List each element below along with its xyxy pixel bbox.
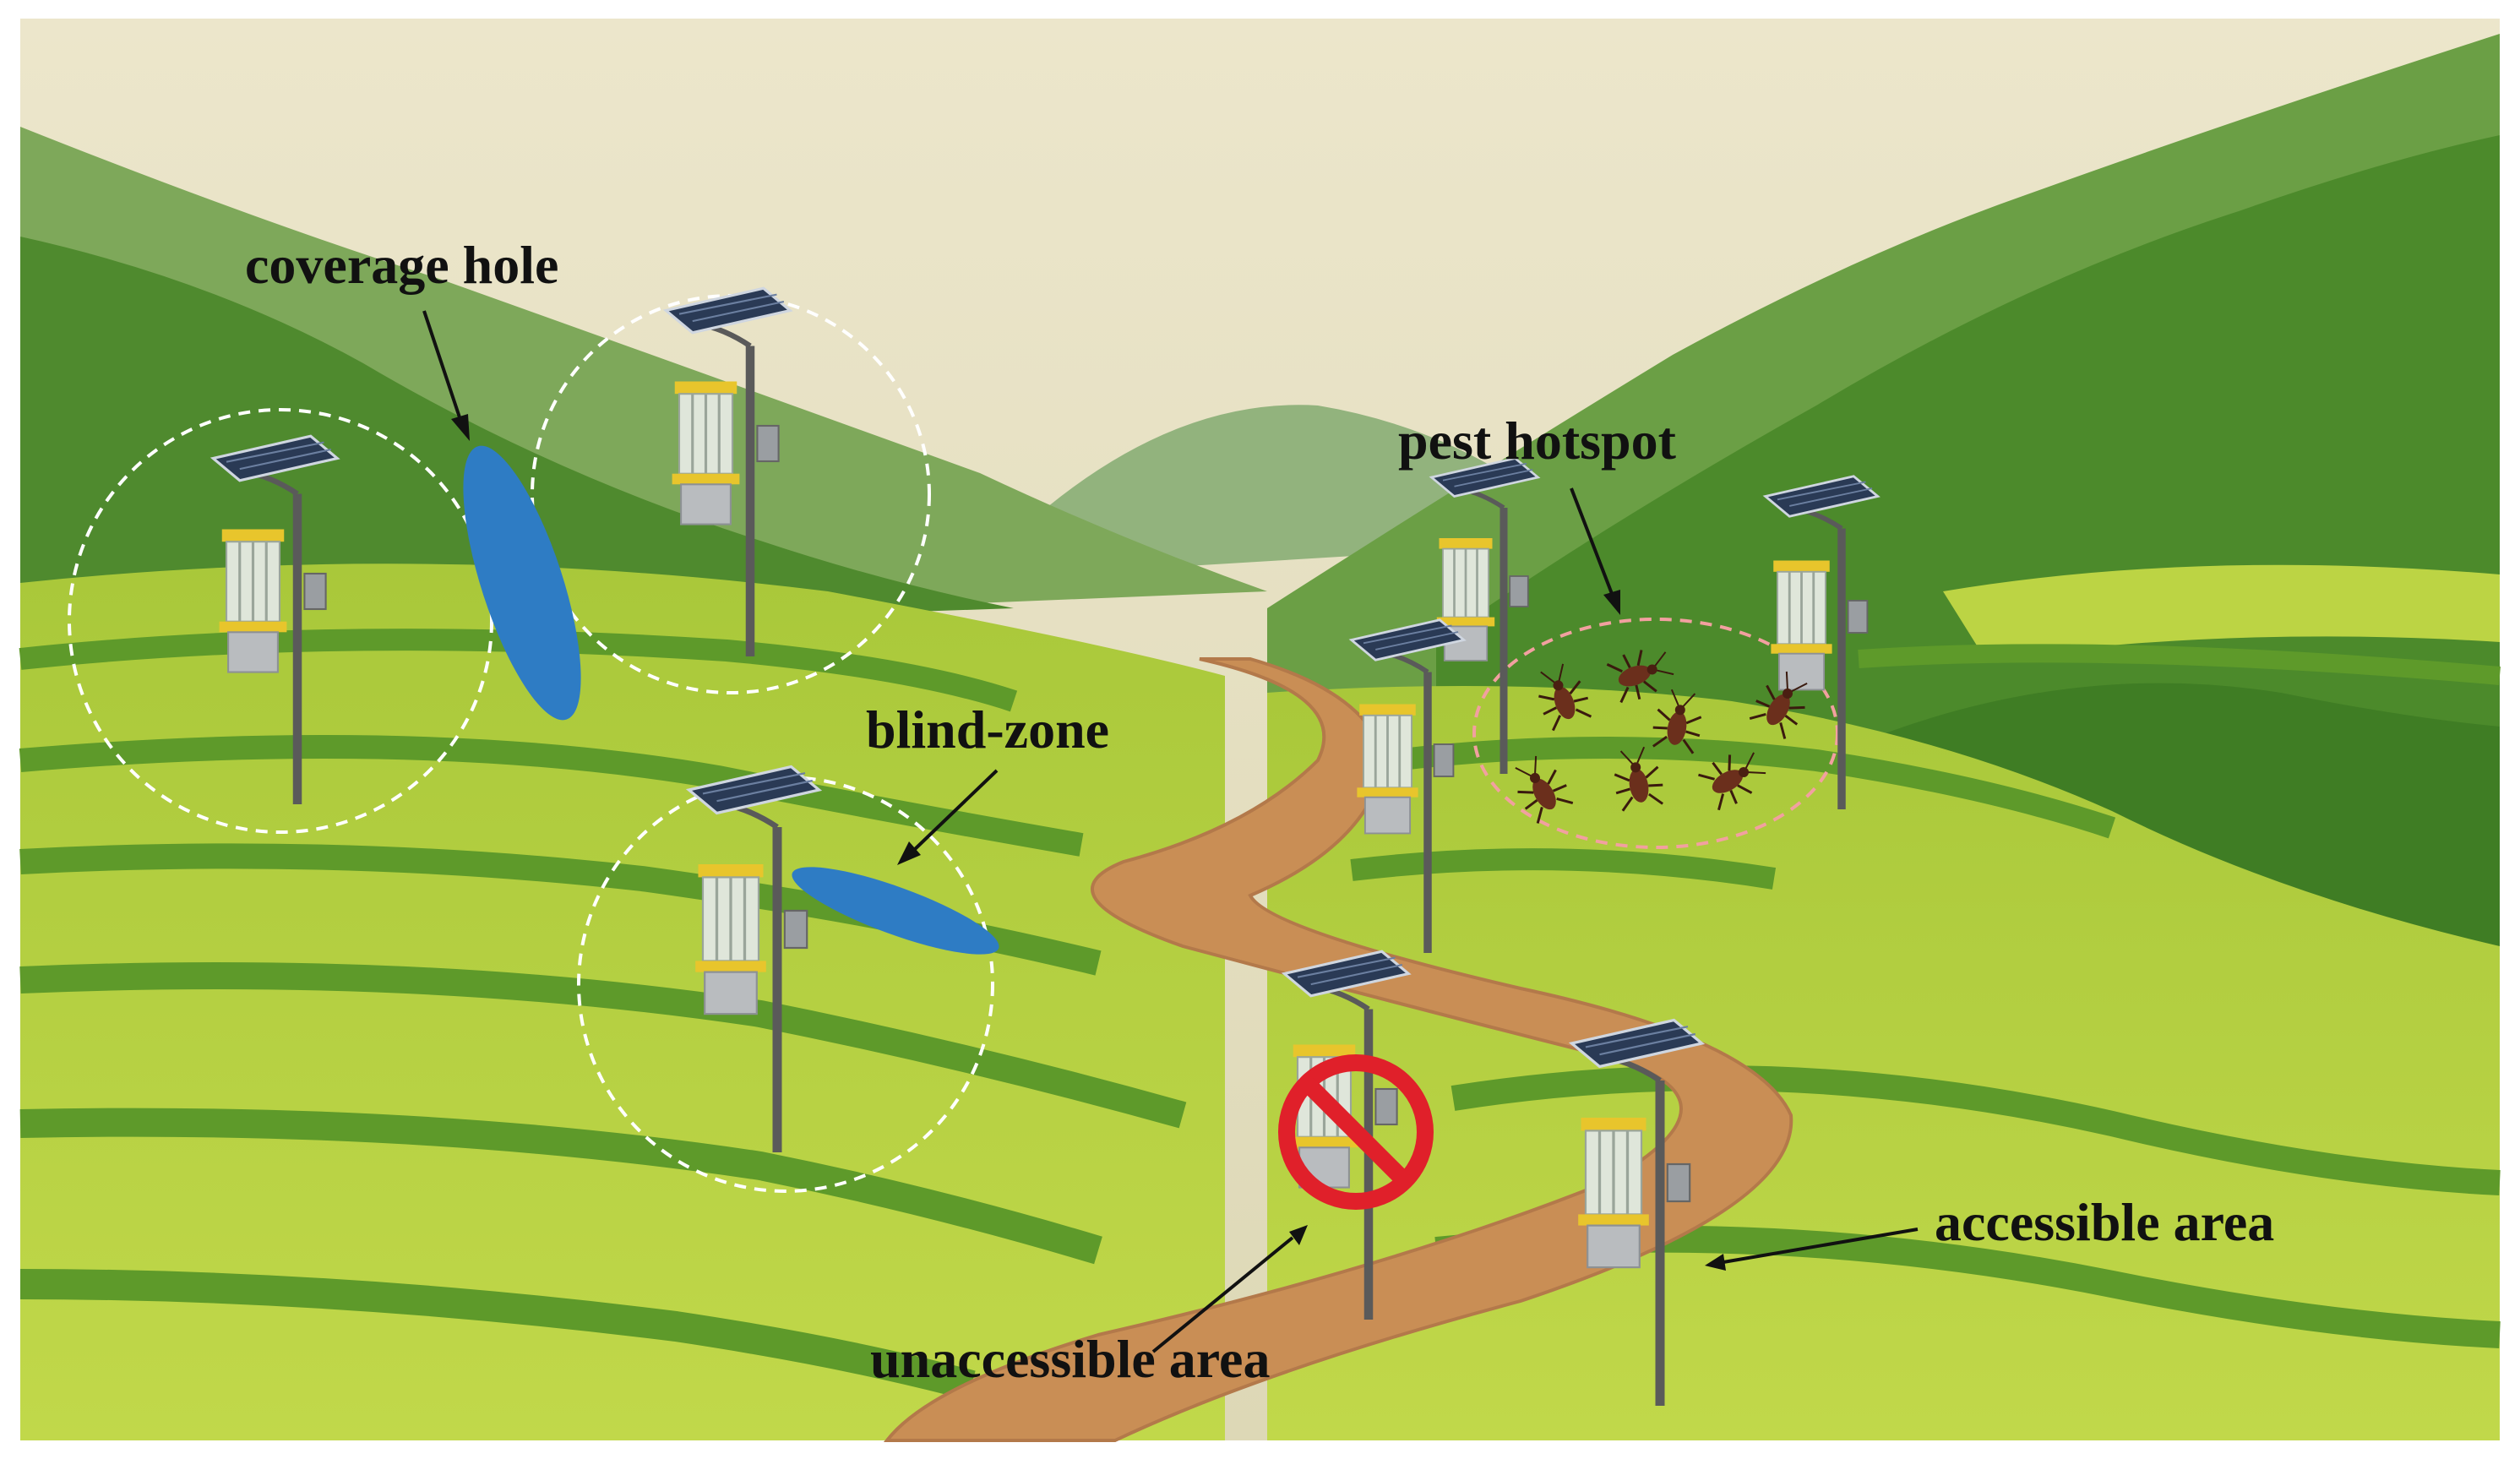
coverage-hole-shape bbox=[463, 445, 581, 721]
prohibited-icon bbox=[1278, 1054, 1434, 1210]
accessible-area-label: accessible area bbox=[1935, 1192, 2274, 1252]
pest-hotspot-label: pest hotspot bbox=[1398, 411, 1677, 471]
coverage-circle-1 bbox=[68, 408, 493, 834]
unaccessible-area-label: unaccessible area bbox=[870, 1329, 1270, 1389]
pest-hotspot-region bbox=[1472, 618, 1839, 849]
annotation-arrows bbox=[422, 310, 1919, 1353]
blind-zone-shape bbox=[792, 867, 999, 955]
coverage-hole-label: coverage hole bbox=[245, 235, 558, 295]
landscape-background bbox=[19, 19, 2501, 1442]
blind-zone-label: blind-zone bbox=[866, 700, 1109, 759]
